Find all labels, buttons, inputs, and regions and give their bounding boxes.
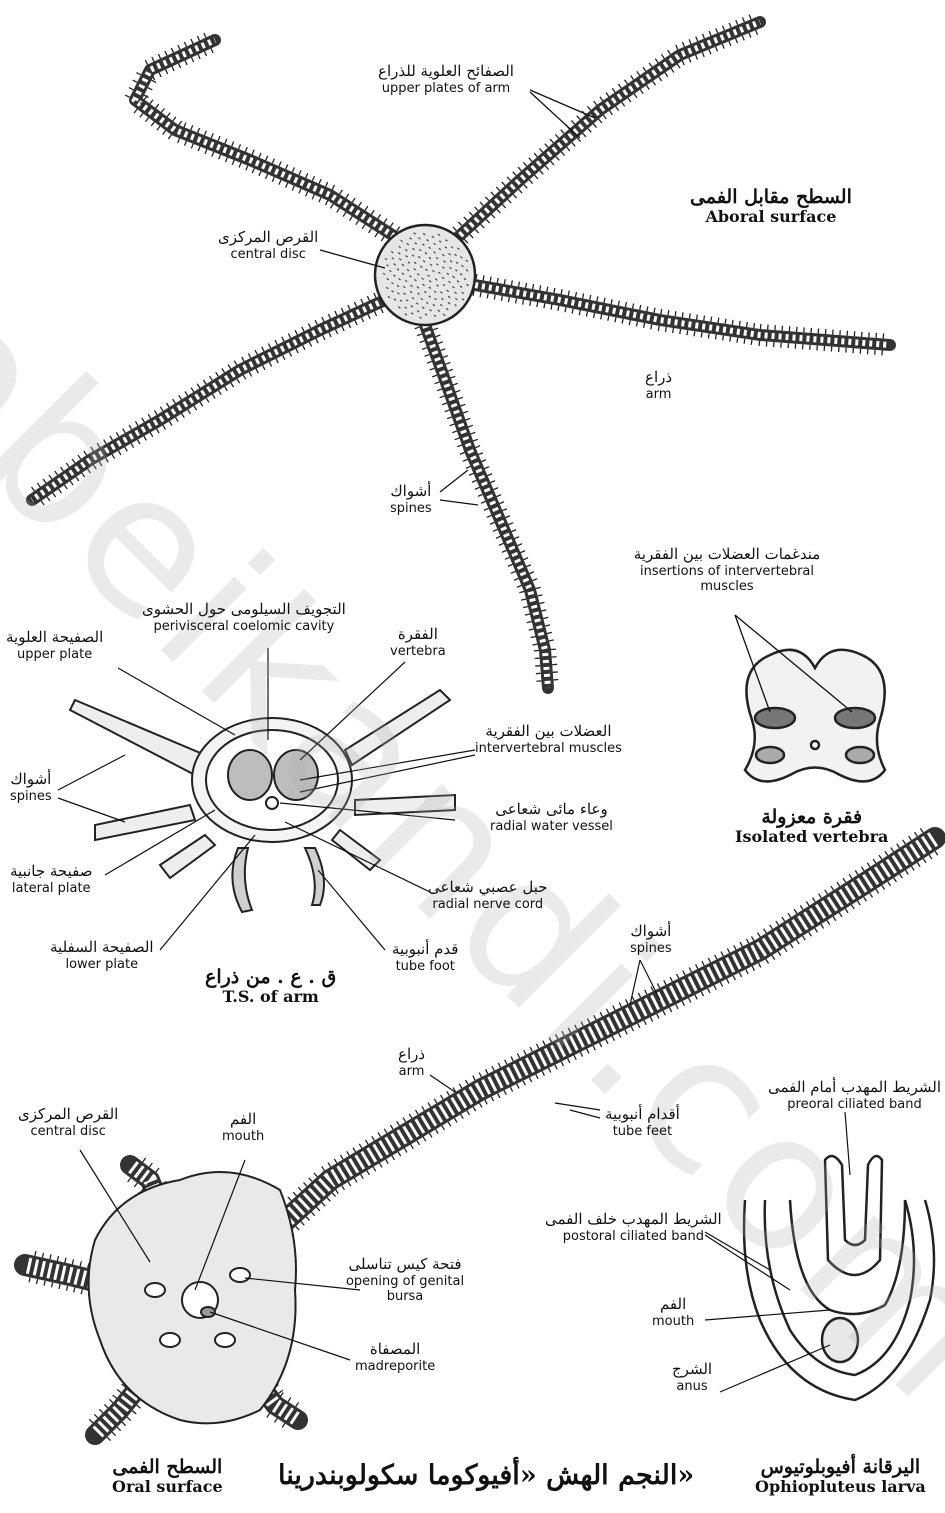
oral-madreporite: [201, 1307, 215, 1317]
oral-bursa-4: [160, 1333, 180, 1347]
aboral-arm-right: [473, 274, 890, 355]
ts-spine-left: [95, 805, 195, 840]
ts-spine-lower-left: [160, 835, 215, 878]
ts-tube-foot-left: [232, 848, 252, 912]
oral-bursa-2: [230, 1268, 250, 1282]
aboral-central-disc: [375, 225, 475, 325]
isolated-vertebra-drawing: [745, 650, 885, 782]
vertebra-insertion-lower-left: [756, 747, 784, 763]
vertebra-canal: [811, 741, 819, 749]
vertebra-insertion-right: [835, 708, 875, 728]
aboral-arm-upper-left: [125, 33, 406, 249]
figure-title: النجم الهش «أفيوكوما سكولوبندرينا»: [278, 1460, 694, 1491]
oral-bursa-1: [145, 1283, 165, 1297]
oral-bursa-3: [215, 1333, 235, 1347]
vertebra-insertion-lower-right: [846, 747, 874, 763]
vertebra-insertion-left: [755, 708, 795, 728]
oral-surface-drawing: [89, 1172, 296, 1423]
